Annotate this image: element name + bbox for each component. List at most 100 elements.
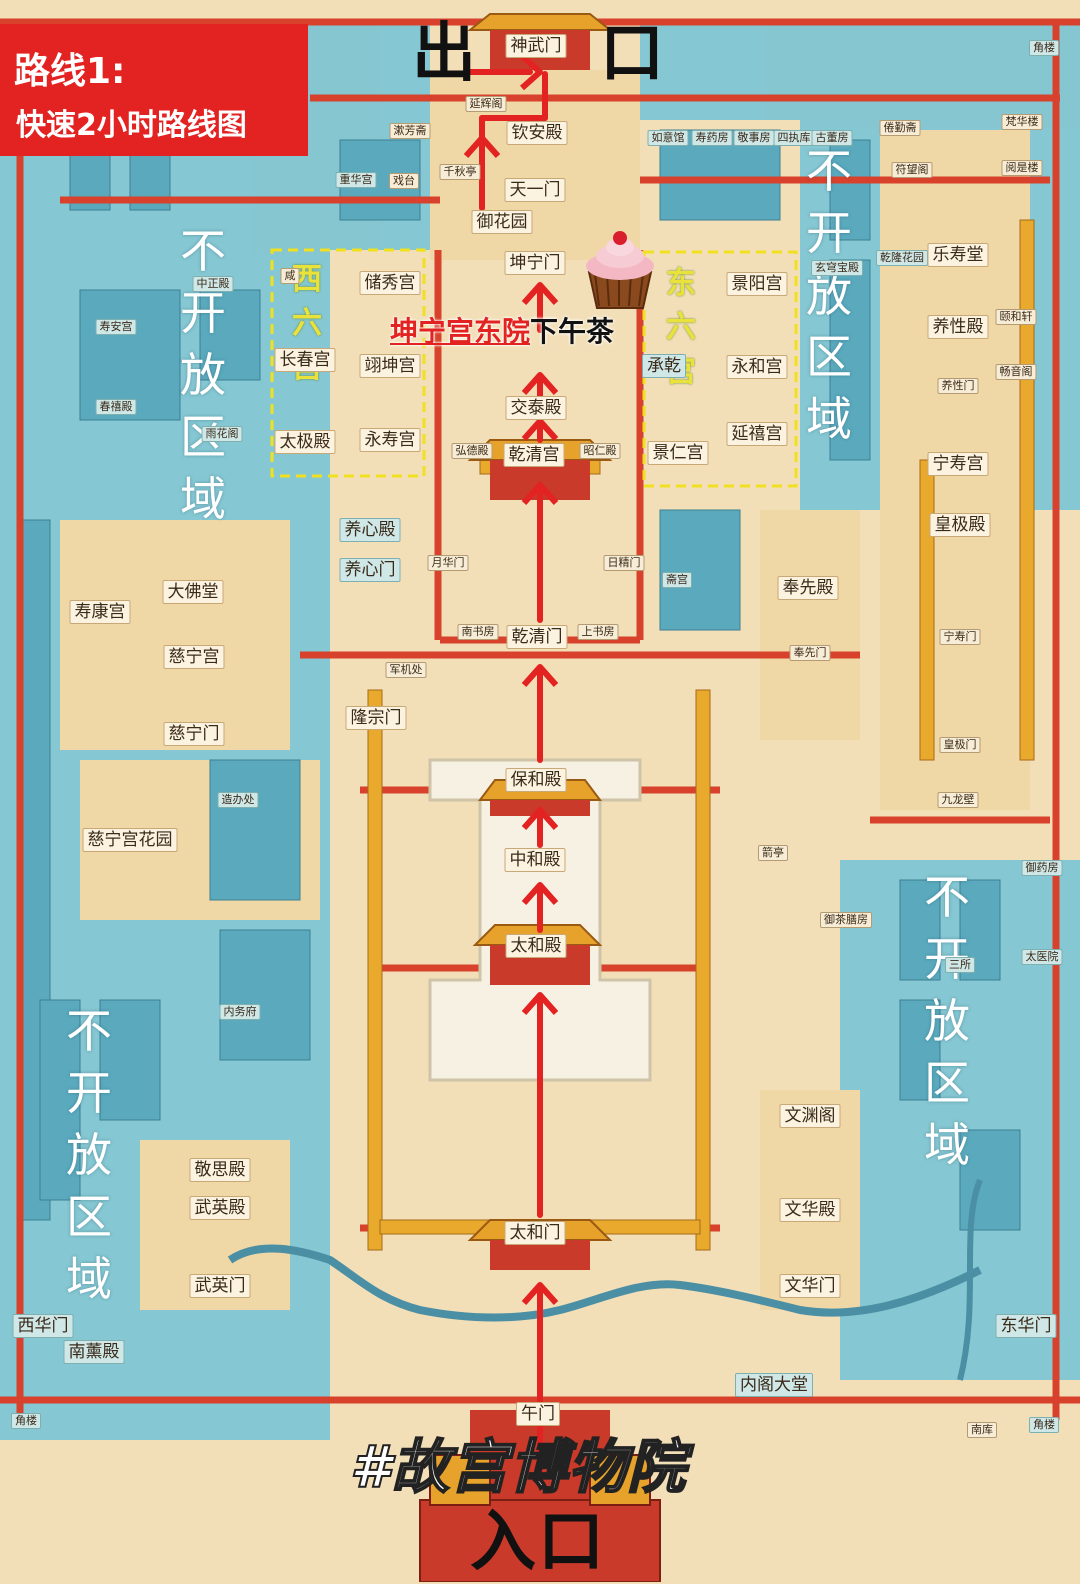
hashtag-label: #故宫博物院 — [349, 1432, 687, 1502]
restricted-text-char: 区 — [924, 1056, 970, 1110]
label-juanqinzhai: 倦勤斋 — [879, 120, 921, 136]
label-taijidian: 太极殿 — [274, 430, 336, 454]
label-changyinge: 畅音阁 — [995, 364, 1037, 380]
label-tianyimen: 天一门 — [504, 178, 566, 202]
restricted-text-char: 开 — [806, 206, 852, 260]
label-xian-partial: 咸 — [280, 268, 300, 284]
restricted-text-char: 开 — [66, 1066, 112, 1120]
label-wumen: 午门 — [516, 1402, 560, 1426]
label-jianting: 箭亭 — [758, 845, 788, 861]
label-yiheuan: 颐和轩 — [995, 309, 1037, 325]
wumen-gate — [419, 1454, 661, 1582]
label-qianqingmen: 乾清门 — [506, 625, 568, 649]
route-arrowhead — [521, 282, 559, 305]
exit-label-right: 口 — [600, 17, 664, 91]
label-jiulongbi: 九龙壁 — [937, 792, 979, 808]
label-jiaolou-sw: 角楼 — [11, 1413, 41, 1429]
label-yuyaofang: 御药房 — [1021, 860, 1063, 876]
route-arrowhead — [521, 992, 559, 1015]
label-cininmen: 慈宁门 — [163, 722, 225, 746]
restricted-text-char: 不 — [924, 870, 970, 924]
label-shangshufang: 上书房 — [577, 624, 619, 640]
label-donghuamen: 东华门 — [995, 1314, 1057, 1338]
afternoon-tea-label: 坤宁宫东院下午茶 — [390, 310, 614, 350]
label-zaobanchu: 造办处 — [217, 792, 259, 808]
label-qianqinggong: 乾清宫 — [503, 443, 565, 467]
restricted-text-char: 不 — [66, 1004, 112, 1058]
label-chenggan-partial: 承乾 — [642, 354, 686, 378]
restricted-building-blocks — [19, 129, 1021, 1231]
label-yueshilou: 阅是楼 — [1001, 160, 1043, 176]
label-wenyuange: 文渊阁 — [779, 1104, 841, 1128]
route-arrowhead — [521, 372, 559, 395]
afternoon-tea-activity: 下午茶 — [530, 315, 615, 348]
restricted-text-char: 域 — [924, 1118, 970, 1172]
label-jingshifang: 敬事房 — [733, 130, 775, 146]
route-arrowhead — [521, 664, 559, 687]
label-yuchashanfang: 御茶膳房 — [820, 912, 872, 928]
restricted-text-char: 域 — [806, 392, 852, 446]
label-nanku: 南库 — [967, 1422, 997, 1438]
label-xihuamen: 西华门 — [12, 1314, 74, 1338]
restricted-text-char: 放 — [806, 268, 852, 322]
label-wenhuadian: 文华殿 — [779, 1198, 841, 1222]
route-arrowhead — [521, 807, 559, 830]
west-six-palaces-highlight — [270, 248, 426, 478]
route-arrowhead — [520, 53, 543, 91]
label-nanxundian: 南薰殿 — [63, 1340, 125, 1364]
label-huangjidian: 皇极殿 — [929, 513, 991, 537]
restricted-area-label-east: 不开放区域 — [806, 140, 852, 450]
label-jingrengong: 景仁宫 — [647, 441, 709, 465]
label-taihedian: 太和殿 — [505, 934, 567, 958]
label-yuhuayuan: 御花园 — [471, 210, 533, 234]
restricted-text-char: 域 — [66, 1252, 112, 1306]
label-yuhuage: 雨花阁 — [201, 426, 243, 442]
label-fuwangge: 符望阁 — [891, 162, 933, 178]
label-yangxingdian: 养性殿 — [927, 315, 989, 339]
label-chonghuagong: 重华宫 — [335, 172, 377, 188]
label-yangxindian: 养心殿 — [339, 518, 401, 542]
label-zhaorendian: 昭仁殿 — [579, 443, 621, 459]
label-jingsidian: 敬思殿 — [189, 1158, 251, 1182]
label-yongshougong: 永寿宫 — [359, 428, 421, 452]
label-dafotang: 大佛堂 — [162, 580, 224, 604]
label-xuanqiongbaodian: 玄穹宝殿 — [811, 260, 863, 276]
label-wenhuamen: 文华门 — [779, 1274, 841, 1298]
restricted-text-char: 放 — [66, 1128, 112, 1182]
label-leshoutang: 乐寿堂 — [927, 243, 989, 267]
route-title: 路线1: — [14, 51, 126, 92]
label-jingyanggong: 景阳宫 — [726, 272, 788, 296]
label-yonghegong: 永和宫 — [726, 355, 788, 379]
restricted-text-char: 开 — [180, 286, 226, 340]
route-arrowhead — [521, 482, 559, 505]
label-yanhuige: 延辉阁 — [465, 96, 507, 112]
label-yikungong: 翊坤宫 — [359, 354, 421, 378]
label-qianqiuting: 千秋亭 — [439, 164, 481, 180]
label-jiaolou-se: 角楼 — [1029, 1417, 1059, 1433]
label-rijingmen: 日精门 — [603, 555, 645, 571]
label-yangxingmen: 养性门 — [937, 378, 979, 394]
label-shenwumen: 神武门 — [505, 34, 567, 58]
label-yuehuamen: 月华门 — [427, 555, 469, 571]
east-six-palaces-char: 六 — [666, 310, 696, 345]
label-ningshougong: 宁寿宫 — [927, 452, 989, 476]
restricted-text-char: 放 — [180, 348, 226, 402]
route-title-box: 路线1: 快速2小时路线图 — [0, 24, 308, 156]
label-neigedatang: 内阁大堂 — [735, 1373, 813, 1397]
restricted-text-char: 区 — [66, 1190, 112, 1244]
afternoon-tea-place: 坤宁宫东院 — [390, 315, 531, 348]
route-arrowhead — [521, 882, 559, 905]
label-jiaolou-ne: 角楼 — [1029, 40, 1059, 56]
exit-label-left: 出 — [412, 17, 476, 91]
label-kunningmen: 坤宁门 — [504, 251, 566, 275]
restricted-text-char: 区 — [806, 330, 852, 384]
restricted-text-char: 不 — [806, 144, 852, 198]
golden-water-river — [227, 1244, 982, 1322]
label-wuyingdian: 武英殿 — [189, 1196, 251, 1220]
label-huangjimen: 皇极门 — [939, 737, 981, 753]
label-yangxinmen: 养心门 — [339, 558, 401, 582]
label-chuxiugong: 储秀宫 — [359, 271, 421, 295]
label-taihemen: 太和门 — [504, 1221, 566, 1245]
